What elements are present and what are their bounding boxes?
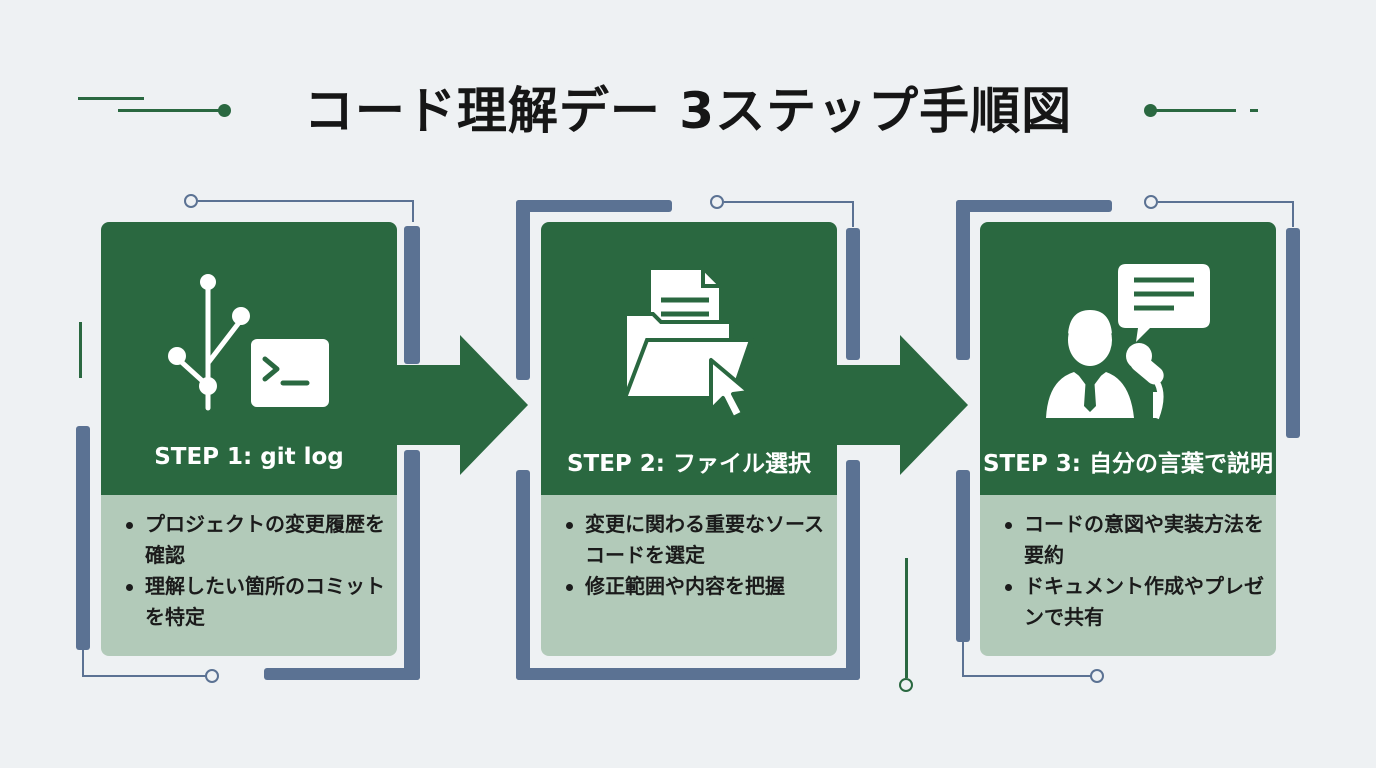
git-branch-icon [168, 274, 250, 411]
circuit-node [184, 194, 198, 208]
title-deco-line-left-top [78, 97, 144, 100]
frame-bar [516, 200, 672, 212]
frame-line [79, 322, 82, 378]
bullet-item: プロジェクトの変更履歴を確認 [123, 509, 385, 571]
flow-arrow-1-to-2 [390, 335, 528, 475]
step-card-body: 変更に関わる重要なソースコードを選定 修正範囲や内容を把握 [541, 495, 837, 656]
bullet-item: コードの意図や実装方法を要約 [1002, 509, 1264, 571]
step-card-body: コードの意図や実装方法を要約 ドキュメント作成やプレゼンで共有 [980, 495, 1276, 656]
frame-bar [956, 470, 970, 642]
frame-bar [956, 200, 1112, 212]
frame-bar [516, 470, 530, 680]
circuit-node [205, 669, 219, 683]
bullet-item: ドキュメント作成やプレゼンで共有 [1002, 571, 1264, 633]
frame-bar [956, 200, 970, 360]
step-card-2: STEP 2: ファイル選択 変更に関わる重要なソースコードを選定 修正範囲や内… [541, 222, 837, 656]
bullet-item: 修正範囲や内容を把握 [563, 571, 825, 602]
step-card-1: STEP 1: git log プロジェクトの変更履歴を確認 理解したい箇所のコ… [101, 222, 397, 656]
folder-document-cursor-icon [622, 266, 754, 420]
circuit-line [1158, 201, 1294, 203]
title-deco-dot-right [1144, 104, 1157, 117]
bullet-list: プロジェクトの変更履歴を確認 理解したい箇所のコミットを特定 [123, 509, 385, 633]
circuit-line [724, 201, 854, 203]
step-card-header: STEP 2: ファイル選択 [541, 222, 837, 495]
bullet-list: 変更に関わる重要なソースコードを選定 修正範囲や内容を把握 [563, 509, 825, 602]
circuit-line [412, 200, 414, 222]
step-title: STEP 3: 自分の言葉で説明 [982, 451, 1274, 477]
frame-bar [516, 200, 530, 380]
step-card-header: STEP 3: 自分の言葉で説明 [980, 222, 1276, 495]
presenter-speech-icon [1046, 264, 1210, 420]
bullet-item: 理解したい箇所のコミットを特定 [123, 571, 385, 633]
frame-bar [516, 668, 860, 680]
frame-line [905, 558, 908, 678]
frame-bar [846, 228, 860, 360]
page-title: コード理解デー 3ステップ手順図 [303, 82, 1073, 140]
circuit-line [962, 675, 1092, 677]
step-title: STEP 1: git log [154, 444, 344, 470]
step-card-header: STEP 1: git log [101, 222, 397, 495]
circuit-line [82, 650, 84, 676]
circuit-node [1090, 669, 1104, 683]
frame-bar [1286, 228, 1300, 438]
circuit-node [1144, 195, 1158, 209]
step-card-body: プロジェクトの変更履歴を確認 理解したい箇所のコミットを特定 [101, 495, 397, 656]
frame-bar [76, 426, 90, 650]
terminal-icon [251, 339, 329, 407]
circuit-node [710, 195, 724, 209]
circuit-node [899, 678, 913, 692]
title-deco-dot-left [218, 104, 231, 117]
title-deco-dash-right [1250, 109, 1258, 112]
flow-arrow-2-to-3 [830, 335, 968, 475]
frame-bar [846, 460, 860, 680]
title-deco-line-right [1156, 109, 1236, 112]
frame-bar [404, 450, 420, 680]
circuit-line [198, 200, 414, 202]
step-card-3: STEP 3: 自分の言葉で説明 コードの意図や実装方法を要約 ドキュメント作成… [980, 222, 1276, 656]
circuit-line [82, 675, 206, 677]
circuit-line [1292, 201, 1294, 227]
bullet-item: 変更に関わる重要なソースコードを選定 [563, 509, 825, 571]
frame-bar [264, 668, 420, 680]
title-deco-line-left [118, 109, 222, 112]
circuit-line [962, 642, 964, 676]
frame-bar [404, 226, 420, 364]
step-title: STEP 2: ファイル選択 [566, 451, 812, 477]
bullet-list: コードの意図や実装方法を要約 ドキュメント作成やプレゼンで共有 [1002, 509, 1264, 633]
circuit-line [852, 201, 854, 227]
